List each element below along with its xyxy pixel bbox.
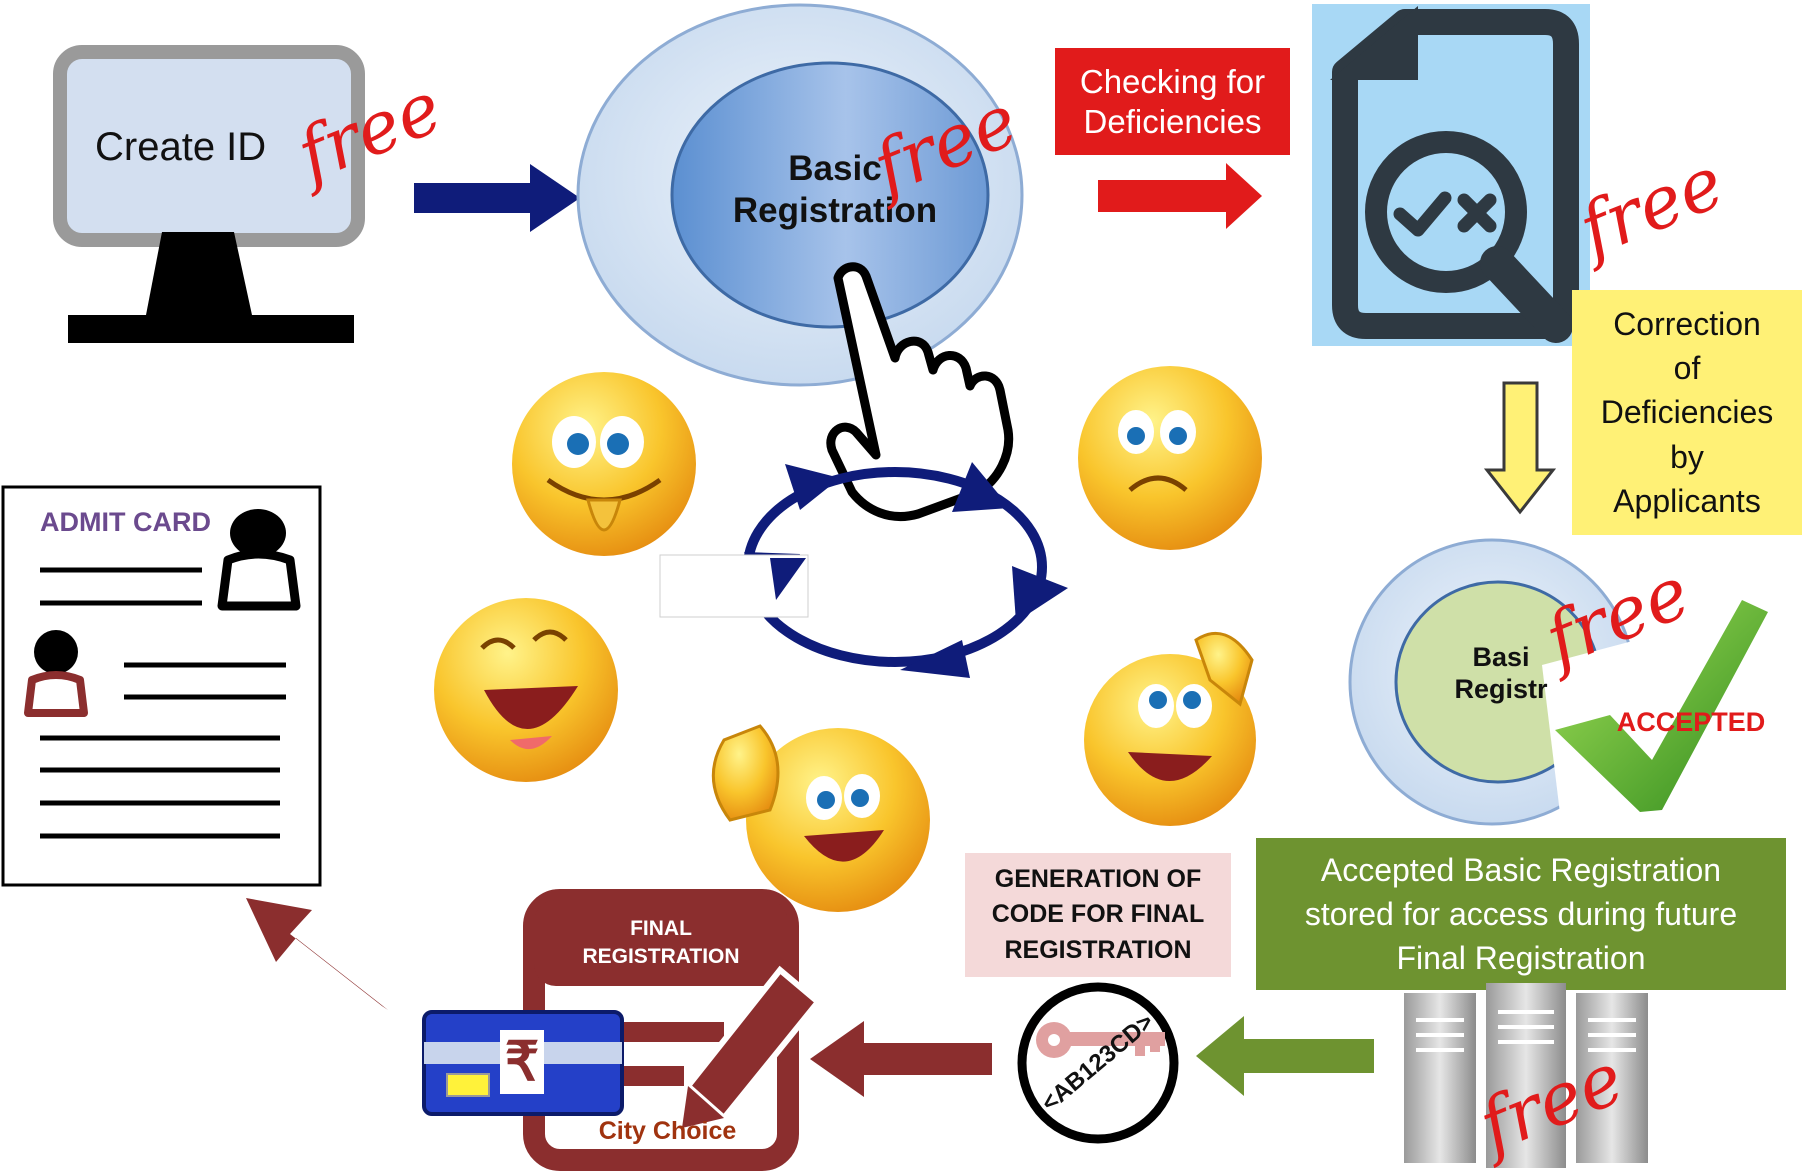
code-generation-box <box>965 853 1231 977</box>
accepted-circle-label: Basi Registr <box>1454 641 1548 704</box>
checkmark-icon <box>1542 600 1768 830</box>
correction-note <box>1572 290 1802 535</box>
monitor-icon <box>53 45 365 343</box>
basic-registration-bubble <box>576 3 1024 387</box>
final-registration-label: FINAL REGISTRATION <box>582 916 740 968</box>
checking-box <box>1055 48 1290 155</box>
key-icon <box>1017 982 1179 1144</box>
flow-arrow-5 <box>810 1021 992 1097</box>
pointing-hand-icon <box>826 262 1014 522</box>
code-generation-label: GENERATION OF CODE FOR FINAL REGISTRATIO… <box>991 864 1205 964</box>
city-choice-label: City Choice <box>598 1117 737 1145</box>
server-icon <box>1404 983 1648 1168</box>
emoji-icon <box>512 372 696 556</box>
cycle-arrows-icon <box>659 462 1068 678</box>
emoji-icon <box>434 598 618 782</box>
emoji-icon <box>1078 366 1262 550</box>
person-icon <box>24 630 88 717</box>
correction-label: Correction of Deficiencies by Applicants <box>1600 306 1774 519</box>
checking-label: Checking for Deficiencies <box>1079 62 1266 140</box>
flow-arrow-4 <box>1196 1016 1374 1096</box>
create-id-label: Create ID <box>95 125 267 169</box>
stored-box <box>1256 838 1786 990</box>
payment-card-icon <box>422 1010 624 1116</box>
flow-arrow-6 <box>246 898 388 1010</box>
flow-arrow-3 <box>1483 381 1557 515</box>
basic-registration-label: Basic Registration <box>732 149 938 230</box>
person-icon <box>217 509 301 611</box>
rupee-icon: ₹ <box>504 1031 540 1092</box>
emoji-icon <box>711 724 930 912</box>
stored-label: Accepted Basic Registration stored for a… <box>1304 851 1738 977</box>
flow-arrow-1 <box>414 164 580 232</box>
document-search-icon <box>1312 4 1590 346</box>
admit-card-title: ADMIT CARD <box>40 506 211 537</box>
pencil-icon <box>682 965 823 1128</box>
accepted-stamp: ACCEPTED <box>1616 706 1766 737</box>
flow-arrow-2 <box>1098 163 1262 229</box>
emoji-icon <box>1084 631 1256 826</box>
